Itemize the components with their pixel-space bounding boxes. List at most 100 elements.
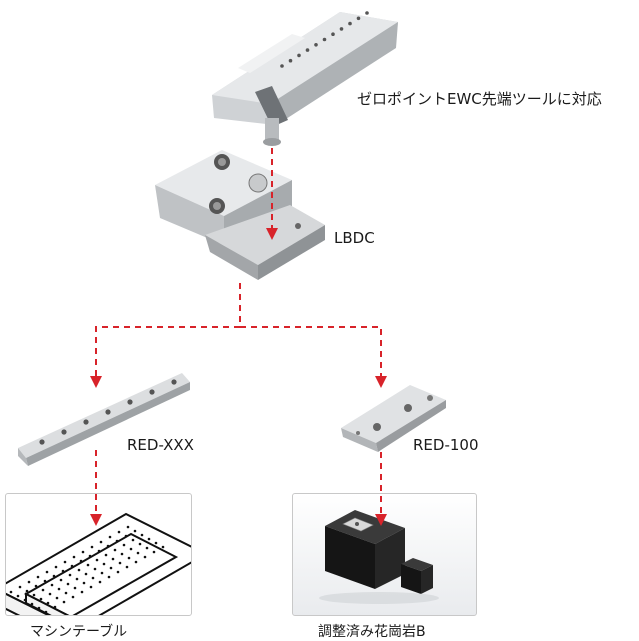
- hole: [109, 566, 113, 570]
- hole: [70, 564, 74, 568]
- hole: [63, 560, 67, 564]
- hole: [124, 534, 128, 538]
- hole: [129, 547, 133, 551]
- ewc-holes: [280, 11, 369, 68]
- hole: [147, 537, 151, 541]
- arrowhead-granite: [375, 514, 387, 526]
- hole: [115, 539, 119, 543]
- hole: [116, 570, 120, 574]
- hole: [98, 580, 102, 584]
- hole: [16, 594, 20, 598]
- hole: [118, 561, 122, 565]
- hole: [138, 542, 142, 546]
- hole: [111, 557, 115, 561]
- hole: [133, 529, 137, 533]
- lbdc-label: LBDC: [334, 229, 375, 247]
- hole: [72, 555, 76, 559]
- hole: [48, 592, 52, 596]
- hole: [68, 573, 72, 577]
- hole: [90, 545, 94, 549]
- hole: [161, 545, 165, 549]
- hole: [154, 541, 158, 545]
- red-100-plate-image: [341, 385, 446, 452]
- hole: [61, 569, 65, 573]
- hole: [140, 533, 144, 537]
- hole: [122, 543, 126, 547]
- arrowhead-red100: [375, 376, 387, 388]
- hole: [136, 551, 140, 555]
- hole: [86, 563, 90, 567]
- hole: [171, 379, 177, 385]
- hole: [134, 560, 138, 564]
- hole: [39, 439, 45, 445]
- hole: [77, 568, 81, 572]
- hole: [331, 32, 335, 36]
- hole: [125, 565, 129, 569]
- table-holes: [9, 525, 165, 614]
- hole: [46, 601, 50, 605]
- hole: [117, 530, 121, 534]
- hole: [9, 590, 13, 594]
- hole: [25, 589, 29, 593]
- hole: [93, 567, 97, 571]
- red-xxx-label: RED-XXX: [127, 436, 194, 454]
- hole: [305, 48, 310, 52]
- ewc-label: ゼロポイントEWC先端ツールに対応: [357, 90, 602, 108]
- hole: [280, 64, 284, 68]
- hole: [95, 558, 99, 562]
- hole: [102, 562, 106, 566]
- granite-panel: [292, 493, 477, 616]
- hole: [365, 11, 369, 15]
- hole: [23, 598, 27, 602]
- hole: [288, 58, 293, 63]
- hole: [59, 578, 63, 582]
- arrow-lbdc-to-red100: [240, 326, 382, 377]
- hole: [339, 27, 344, 31]
- arrowhead-lbdc: [266, 228, 278, 240]
- hole: [75, 577, 79, 581]
- red-xxx-rail-image: [18, 373, 190, 466]
- hole: [50, 583, 54, 587]
- hole: [152, 550, 156, 554]
- hole: [104, 553, 108, 557]
- hole: [45, 570, 49, 574]
- hole: [91, 576, 95, 580]
- ewc-holder-image: [212, 11, 398, 146]
- hole: [88, 554, 92, 558]
- hole: [149, 389, 155, 395]
- hole: [80, 590, 84, 594]
- hole: [108, 535, 112, 539]
- flow-arrows: [95, 148, 382, 515]
- hole: [82, 581, 86, 585]
- hole: [71, 595, 75, 599]
- hole: [89, 585, 93, 589]
- hole: [53, 605, 57, 609]
- hole: [126, 525, 130, 529]
- arrow-heads: [90, 228, 387, 526]
- hole: [105, 409, 111, 415]
- machine-table-panel: [5, 493, 192, 616]
- hole: [39, 597, 43, 601]
- hole: [100, 571, 104, 575]
- hole: [52, 574, 56, 578]
- hole: [55, 596, 59, 600]
- hole: [36, 575, 40, 579]
- hole: [34, 584, 38, 588]
- hole: [81, 550, 85, 554]
- hole: [127, 399, 133, 405]
- hole: [356, 16, 361, 21]
- hole: [79, 559, 83, 563]
- granite-label: 調整済み花崗岩B: [318, 624, 426, 640]
- rail-holes: [39, 379, 177, 445]
- hole: [18, 585, 22, 589]
- hole: [66, 582, 70, 586]
- arrowhead-redxxx: [90, 376, 102, 388]
- hole: [44, 610, 48, 614]
- hole: [30, 602, 34, 606]
- machine-table-label: マシンテーブル: [30, 624, 128, 640]
- hole: [106, 544, 110, 548]
- hole: [145, 546, 149, 550]
- hole: [322, 37, 327, 42]
